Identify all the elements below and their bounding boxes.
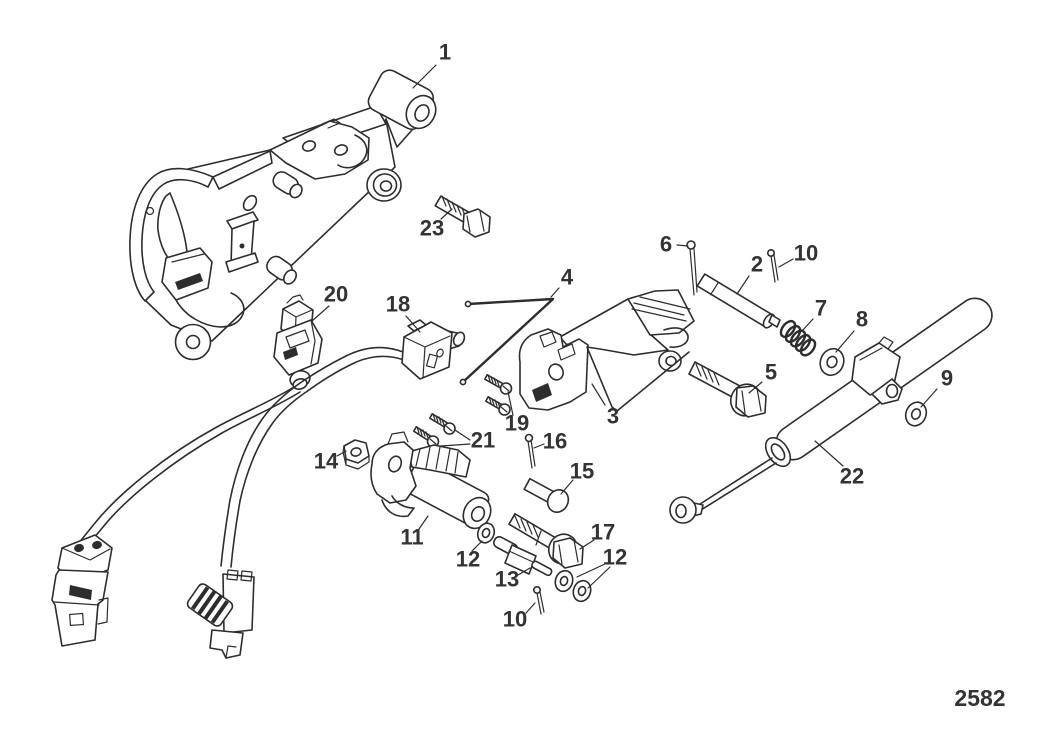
callout-12-right: 12 [603,545,627,570]
part-22-cable-assembly [669,297,993,524]
leader-lines [311,64,938,614]
part-14-nut [342,439,370,470]
part-12-washers-right [554,569,592,603]
callout-13: 13 [495,567,519,592]
callout-21: 21 [471,428,495,453]
part-13-stud [493,536,553,577]
part-15-clevis-pin [523,477,570,513]
part-1-clamp [225,211,259,273]
part-17-bolt [508,513,584,569]
callout-19: 19 [505,411,529,436]
callout-11: 11 [400,525,423,550]
part-4-link-rod [459,297,555,386]
callout-10-upper: 10 [794,241,818,266]
part-6-cotter-pin [686,240,698,296]
callout-16: 16 [543,429,567,454]
callout-2: 2 [751,252,763,277]
callout-4: 4 [561,265,574,290]
part-3-shift-lever [518,289,695,412]
callout-10-lower: 10 [503,607,527,632]
callout-23: 23 [420,216,444,241]
callout-17: 17 [591,520,615,545]
part-7-spring [779,319,817,357]
callout-22: 22 [840,464,864,489]
callout-14: 14 [314,449,339,474]
part-5-bolt [688,361,767,418]
part-20-switch [273,294,323,390]
callout-20: 20 [324,282,348,307]
figure-number: 2582 [954,685,1005,711]
part-12-washer-left [476,522,496,544]
callout-12-left: 12 [456,547,480,572]
part-11-actuator [370,431,492,530]
part-19-screws [484,374,513,416]
callout-15: 15 [570,459,594,484]
callout-5: 5 [765,360,777,385]
part-9-washer [904,401,928,427]
harness-connector-right [186,569,255,659]
part-10-cotter-pin-upper [766,249,779,283]
callout-9: 9 [941,366,953,391]
harness-cables [71,380,310,568]
part-16-cotter-pin [524,433,536,469]
part-10-cotter-pin-lower [532,585,545,615]
part-1-roller [174,323,212,361]
callout-7: 7 [815,296,827,321]
callout-labels: 1 2 3 4 5 6 7 8 9 10 10 11 12 12 13 14 1… [314,40,953,632]
part-1-pivot-barrel [367,69,437,148]
part-1-bushing [366,168,402,202]
callout-6: 6 [660,232,672,257]
part-2-pin [696,273,781,329]
part-8-washer [819,347,845,377]
harness-connector-left [51,534,113,647]
part-18-switch [302,319,466,391]
part-21-screws [413,413,456,448]
callout-1: 1 [439,40,451,65]
callout-3: 3 [607,404,619,429]
part-1-main-bracket [129,69,437,361]
callout-18: 18 [386,292,410,317]
callout-8: 8 [856,307,868,332]
